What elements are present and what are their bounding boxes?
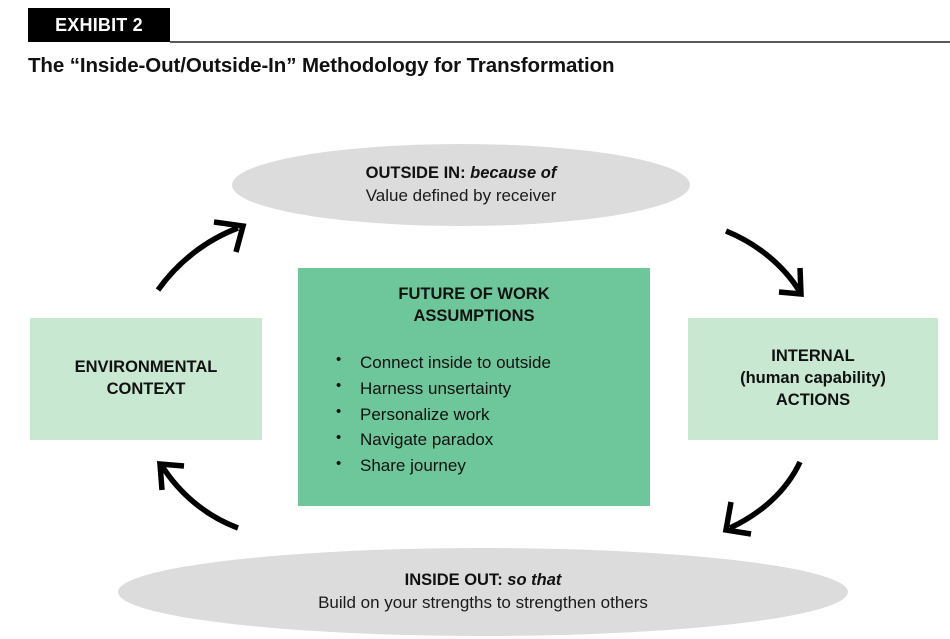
inside-out-heading-emphasis: so that: [507, 571, 562, 590]
list-item: Harness unsertainty: [334, 375, 636, 402]
list-item: Personalize work: [334, 401, 636, 428]
exhibit-badge-label: EXHIBIT 2: [55, 15, 143, 35]
page-title: The “Inside-Out/Outside-In” Methodology …: [28, 54, 615, 77]
node-outside-in: OUTSIDE IN: because of Value defined by …: [232, 144, 690, 226]
center-box-title-line2: ASSUMPTIONS: [413, 306, 535, 325]
inside-out-heading: INSIDE OUT: so that: [405, 570, 562, 591]
environmental-context-line2: CONTEXT: [106, 380, 186, 398]
node-environmental-context: ENVIRONMENTAL CONTEXT: [30, 318, 262, 440]
exhibit-badge: EXHIBIT 2: [28, 8, 170, 42]
internal-actions-line3: ACTIONS: [775, 390, 851, 409]
arrow-lower-left-icon: [157, 460, 239, 531]
center-box-title: FUTURE OF WORK ASSUMPTIONS: [312, 284, 636, 328]
outside-in-subtext: Value defined by receiver: [365, 185, 557, 205]
list-item: Connect inside to outside: [334, 349, 636, 376]
arrow-lower-right-icon: [722, 460, 803, 537]
internal-actions-line1: INTERNAL: [771, 347, 855, 366]
outside-in-heading-emphasis: because of: [470, 164, 557, 183]
inside-out-heading-plain: INSIDE OUT:: [404, 571, 503, 590]
internal-actions-line2: (human capability): [740, 369, 886, 388]
center-box-title-line1: FUTURE OF WORK: [398, 285, 550, 303]
outside-in-heading-plain: OUTSIDE IN:: [365, 164, 466, 183]
outside-in-heading: OUTSIDE IN: because of: [366, 163, 557, 184]
node-internal-actions: INTERNAL (human capability) ACTIONS: [688, 318, 938, 440]
header-rule: [170, 41, 950, 43]
arrow-upper-right-icon: [724, 228, 804, 298]
center-box-bullet-list: Connect inside to outside Harness unsert…: [312, 349, 636, 479]
inside-out-subtext: Build on your strengths to strengthen ot…: [318, 592, 648, 612]
environmental-context-line1: ENVIRONMENTAL: [74, 358, 218, 377]
node-inside-out: INSIDE OUT: so that Build on your streng…: [118, 548, 848, 636]
arrow-upper-left-icon: [155, 219, 247, 292]
list-item: Share journey: [334, 453, 636, 479]
list-item: Navigate paradox: [334, 427, 636, 453]
node-future-of-work-assumptions: FUTURE OF WORK ASSUMPTIONS Connect insid…: [298, 268, 650, 506]
